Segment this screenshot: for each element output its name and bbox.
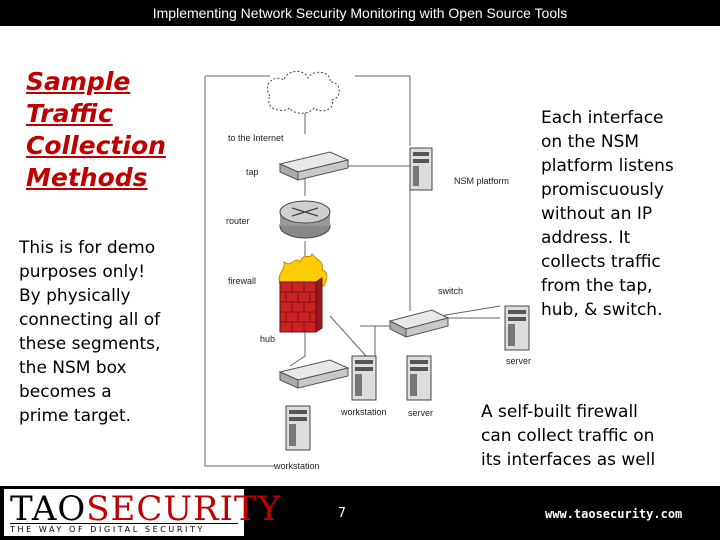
label-workstation-bottom: workstation bbox=[273, 461, 320, 471]
header-bar: Implementing Network Security Monitoring… bbox=[0, 0, 720, 26]
left-body-text: This is for demo purposes only! By physi… bbox=[19, 236, 194, 428]
label-server-right: server bbox=[506, 356, 531, 366]
title-line: Methods bbox=[26, 163, 148, 192]
bottom-body-text: A self-built firewall can collect traffi… bbox=[481, 400, 716, 472]
tower-computer-icon bbox=[504, 305, 530, 351]
body-line: prime target. bbox=[19, 406, 132, 426]
body-line: on the NSM bbox=[541, 132, 640, 152]
label-hub: hub bbox=[260, 334, 275, 344]
label-firewall: firewall bbox=[228, 276, 256, 286]
label-to-internet: to the Internet bbox=[228, 133, 284, 143]
title-line: Collection bbox=[26, 131, 166, 160]
hub-device-icon bbox=[278, 359, 350, 389]
body-line: from the tap, bbox=[541, 276, 653, 296]
network-diagram: to the Internet tap router firewall hub bbox=[204, 71, 531, 471]
logo-tagline: THE WAY OF DIGITAL SECURITY bbox=[10, 523, 238, 535]
page-number: 7 bbox=[338, 506, 346, 521]
body-line: By physically bbox=[19, 286, 131, 306]
router-icon bbox=[279, 200, 331, 239]
body-line: connecting all of bbox=[19, 310, 161, 330]
slide-title: Sample Traffic Collection Methods bbox=[26, 66, 196, 194]
label-router: router bbox=[226, 216, 250, 226]
label-workstation-mid: workstation bbox=[340, 407, 387, 417]
switch-device-icon bbox=[388, 309, 450, 338]
right-body-text: Each interface on the NSM platform liste… bbox=[541, 106, 716, 322]
label-switch: switch bbox=[438, 286, 463, 296]
body-line: its interfaces as well bbox=[481, 450, 656, 470]
body-line: This is for demo bbox=[19, 238, 156, 258]
label-server-mid: server bbox=[408, 408, 433, 418]
logo-text-security: SECURITY bbox=[86, 489, 282, 529]
label-nsm-platform: NSM platform bbox=[454, 176, 509, 186]
label-tap: tap bbox=[246, 167, 259, 177]
body-line: Each interface bbox=[541, 108, 664, 128]
body-line: becomes a bbox=[19, 382, 112, 402]
tap-device-icon bbox=[278, 151, 350, 181]
body-line: collects traffic bbox=[541, 252, 661, 272]
logo-text-tao: TAO bbox=[10, 489, 87, 529]
title-line: Sample bbox=[26, 67, 131, 96]
body-line: these segments, bbox=[19, 334, 161, 354]
firewall-icon bbox=[278, 252, 328, 333]
body-line: hub, & switch. bbox=[541, 300, 663, 320]
body-line: address. It bbox=[541, 228, 631, 248]
tower-computer-icon bbox=[409, 147, 433, 191]
tower-computer-icon bbox=[351, 355, 377, 401]
body-line: promiscuously bbox=[541, 180, 664, 200]
presentation-title: Implementing Network Security Monitoring… bbox=[152, 5, 568, 21]
tower-computer-icon bbox=[285, 405, 311, 451]
tower-computer-icon bbox=[406, 355, 432, 401]
body-line: purposes only! bbox=[19, 262, 146, 282]
body-line: A self-built firewall bbox=[481, 402, 638, 422]
body-line: without an IP bbox=[541, 204, 653, 224]
website-url[interactable]: www.taosecurity.com bbox=[545, 507, 683, 521]
body-line: the NSM box bbox=[19, 358, 127, 378]
taosecurity-logo: TAOSECURITY THE WAY OF DIGITAL SECURITY bbox=[4, 489, 280, 536]
cloud-icon bbox=[266, 71, 340, 114]
body-line: can collect traffic on bbox=[481, 426, 655, 446]
body-line: platform listens bbox=[541, 156, 674, 176]
title-line: Traffic bbox=[26, 99, 113, 128]
